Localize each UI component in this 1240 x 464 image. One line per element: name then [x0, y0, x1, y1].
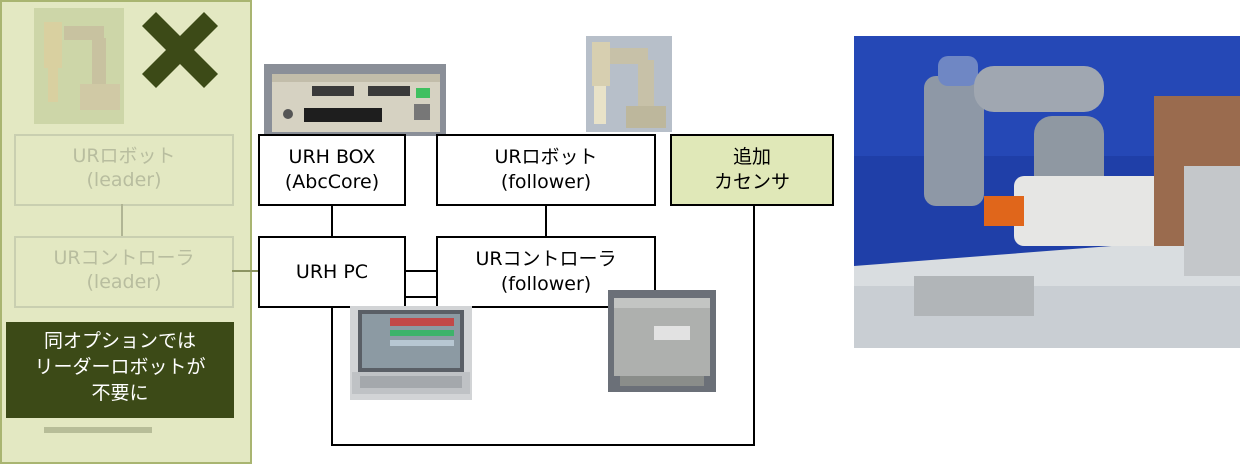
leader-robot-box: URロボット (leader)	[14, 134, 234, 206]
robot-demo-photo	[854, 36, 1240, 348]
leader-controller-title: URコントローラ	[53, 247, 195, 269]
follower-robot-box: URロボット (follower)	[436, 134, 656, 206]
urh-box-subtitle: (AbcCore)	[284, 171, 380, 193]
robot-controller-line	[545, 206, 547, 236]
leader-controller-subtitle: (leader)	[86, 271, 162, 293]
control-box-image	[264, 64, 446, 136]
pc-down-line	[331, 308, 333, 446]
follower-robot-subtitle: (follower)	[500, 171, 592, 193]
laptop-image	[350, 306, 472, 400]
note-line-2: リーダーロボットが	[34, 356, 206, 378]
x-mark-icon	[142, 12, 218, 88]
box-pc-line	[331, 206, 333, 236]
follower-robot-image	[586, 36, 672, 132]
urh-pc-box: URH PC	[258, 236, 406, 308]
leader-robot-image	[34, 8, 124, 124]
sensor-line-2: カセンサ	[713, 171, 790, 193]
follower-controller-subtitle: (follower)	[500, 273, 592, 295]
follower-controller-title: URコントローラ	[475, 248, 617, 270]
follower-robot-title: URロボット	[494, 146, 598, 168]
additional-force-sensor-box: 追加 カセンサ	[670, 134, 834, 206]
pc-controller-line-bottom	[406, 296, 436, 298]
sensor-down-line	[753, 206, 755, 446]
bottom-line	[331, 444, 755, 446]
controller-cabinet-image	[608, 290, 716, 392]
sensor-line-1: 追加	[732, 146, 771, 168]
leader-link-line	[121, 204, 123, 236]
follower-controller-box: URコントローラ (follower)	[436, 236, 656, 308]
urh-pc-title: URH PC	[295, 260, 369, 283]
note-line-3: 不要に	[91, 382, 149, 404]
urh-box: URH BOX (AbcCore)	[258, 134, 406, 206]
leader-robot-title: URロボット	[72, 145, 176, 167]
ghost-bar	[44, 427, 152, 433]
note-line-1: 同オプションでは	[43, 330, 196, 352]
leader-robot-subtitle: (leader)	[86, 169, 162, 191]
urh-box-title: URH BOX	[288, 146, 376, 168]
leader-pc-line	[232, 270, 258, 272]
note-box: 同オプションでは リーダーロボットが 不要に	[6, 322, 234, 418]
pc-controller-line-top	[406, 270, 436, 272]
leader-controller-box: URコントローラ (leader)	[14, 236, 234, 308]
